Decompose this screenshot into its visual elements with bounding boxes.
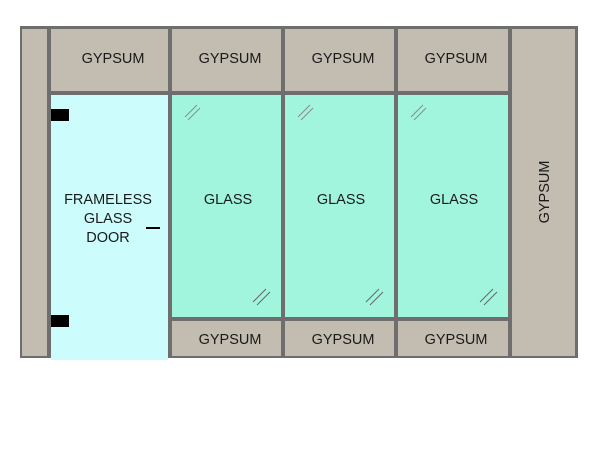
glass-panel-3: GLASS [398, 95, 508, 317]
glass-glare-mark [410, 104, 427, 121]
gypsum-bottom-1 [172, 321, 281, 356]
glass-panel-2-label: GLASS [317, 192, 365, 208]
gypsum-bottom-3-label: GYPSUM [425, 332, 488, 348]
glass-panel-1: GLASS [172, 95, 281, 317]
gypsum-bottom-1-label: GYPSUM [199, 332, 262, 348]
gypsum-right-label: GYPSUM [537, 161, 553, 224]
gypsum-top-1 [51, 29, 168, 91]
gypsum-right-panel [512, 29, 575, 356]
door-label-line-2: GLASS [84, 211, 132, 227]
glass-glare-mark [297, 104, 314, 121]
left-gypsum-jamb [22, 29, 47, 356]
gypsum-top-4-label: GYPSUM [425, 51, 488, 67]
gypsum-bottom-3 [398, 321, 508, 356]
door-label-line-3: DOOR [86, 230, 130, 246]
gypsum-top-2 [172, 29, 281, 91]
gypsum-top-1-label: GYPSUM [82, 51, 145, 67]
glass-glare-mark [184, 104, 201, 121]
door-handle [146, 227, 160, 229]
gypsum-bottom-2 [285, 321, 394, 356]
glass-panel-2: GLASS [285, 95, 394, 317]
glass-glare-mark [252, 288, 271, 306]
gypsum-top-3 [285, 29, 394, 91]
gypsum-top-2-label: GYPSUM [199, 51, 262, 67]
glass-panel-3-label: GLASS [430, 192, 478, 208]
gypsum-top-4 [398, 29, 508, 91]
glass-glare-mark [365, 288, 384, 306]
glass-glare-mark [479, 288, 498, 306]
door-bottom-hinge [51, 315, 69, 327]
door-label-line-1: FRAMELESS [64, 192, 152, 208]
gypsum-bottom-2-label: GYPSUM [312, 332, 375, 348]
door-top-hinge [51, 109, 69, 121]
glass-panel-1-label: GLASS [204, 192, 252, 208]
gypsum-top-3-label: GYPSUM [312, 51, 375, 67]
